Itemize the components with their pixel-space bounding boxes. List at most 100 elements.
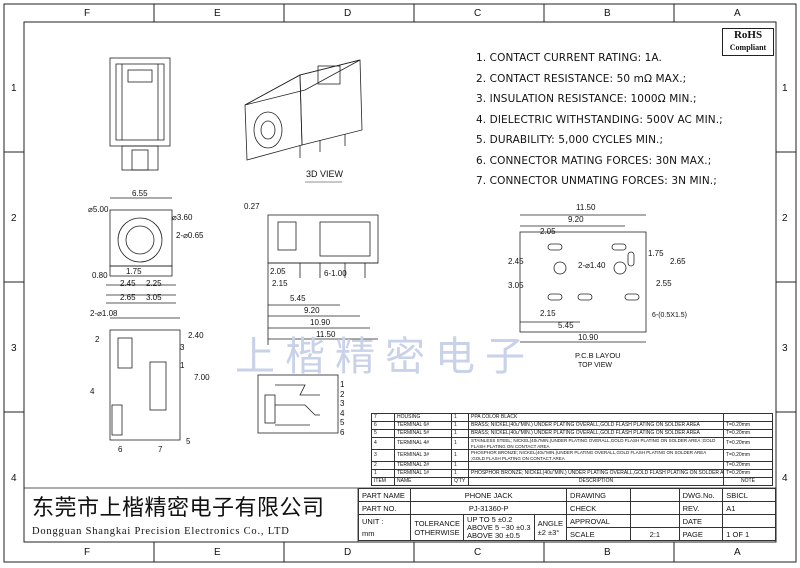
angle-label: ANGLE (537, 518, 564, 528)
callout-7: 7 (158, 445, 163, 454)
dim-bottom-700: 7.00 (194, 373, 210, 382)
bom-desc: STAINLESS STEEL; NICKEL(40u"MIN.)UNDER P… (468, 437, 724, 450)
bom-desc (468, 461, 724, 470)
dim-pcb-305: 3.05 (508, 281, 524, 290)
callout-6: 6 (118, 445, 123, 454)
bom-name: TERMINAL 6# (394, 421, 452, 430)
bom-row: 4 TERMINAL 4# 1 STAINLESS STEEL; NICKEL(… (371, 437, 773, 450)
tol-range: ABOVE 5 ~30 (467, 522, 514, 532)
tol-range: ABOVE 30 (467, 530, 504, 540)
dim-pcb-holes: 2-⌀1.40 (578, 261, 606, 270)
bom-item: 4 (371, 437, 395, 450)
bom-header-desc: DESCRIPTION (468, 477, 724, 486)
spec-item: 1. CONTACT CURRENT RATING: 1A. (476, 52, 662, 64)
bom-note: T=0.20mm (723, 461, 773, 470)
dim-front-305: 3.05 (146, 293, 162, 302)
col-label-e: E (214, 8, 221, 19)
row-label-1-right: 1 (782, 83, 788, 94)
dim-side-1150: 11.50 (316, 330, 336, 339)
bom-name: TERMINAL 5# (394, 429, 452, 438)
bom-header-note: NOTE (723, 477, 773, 486)
unit-label: UNIT : mm (357, 514, 412, 541)
pin-number: 4 (340, 408, 345, 418)
dwg-label: DWG.No. (678, 488, 724, 502)
tol-value: ±0.5 (505, 530, 520, 540)
spec-item: 4. DIELECTRIC WITHSTANDING: 500V AC MIN.… (476, 113, 723, 126)
bom-note: T=0.20mm (723, 449, 773, 462)
row-label-3-right: 3 (782, 343, 788, 354)
dim-front-width: 6.55 (132, 189, 148, 198)
bom-header-name: NAME (394, 477, 452, 486)
dim-pcb-920: 9.20 (568, 215, 584, 224)
bom-name: TERMINAL 3# (394, 449, 452, 462)
part-name-value: PHONE JACK (410, 488, 568, 502)
col-label-c-bottom: C (474, 547, 482, 558)
bom-name: TERMINAL 1# (394, 469, 452, 478)
col-label-b: B (604, 8, 611, 19)
pin-number: 3 (340, 399, 345, 408)
dim-side-215: 2.15 (272, 279, 288, 288)
company-name-cn: 东莞市上楷精密电子有限公司 (32, 496, 325, 521)
dim-side-027: 0.27 (244, 202, 260, 211)
col-label-f-bottom: F (84, 547, 91, 558)
dim-front-holes: 2-⌀0.65 (176, 231, 204, 240)
view-label-pcb: P.C.B LAYOU (575, 351, 621, 360)
spec-item: 6. CONNECTOR MATING FORCES: 30N MAX.; (476, 154, 712, 167)
part-name-label: PART NAME (357, 488, 412, 502)
dim-front-dia36: ⌀3.60 (172, 213, 193, 222)
bom-header-item: ITEM (371, 477, 395, 486)
pin-number: 2 (340, 389, 345, 399)
date-label: DATE (678, 514, 724, 528)
angle-value: ±2 (537, 527, 546, 537)
watermark: 上楷精密电子 (235, 334, 535, 380)
bom-row: 2 TERMINAL 2# 1 T=0.20mm (371, 461, 773, 470)
bom-qty: 1 (451, 437, 469, 450)
rohs-title: RoHS (733, 29, 763, 41)
dim-side-545: 5.45 (290, 294, 306, 303)
unit-label-text: UNIT : (362, 516, 384, 526)
view-label-3d: 3D VIEW (306, 169, 344, 179)
angle-cell: ANGLE±2 ±3° (533, 514, 568, 541)
bom-desc: PHOSPHOR BRONZE; NICKEL(40u"MIN.) UNDER … (468, 469, 724, 478)
col-label-b-bottom: B (604, 547, 611, 558)
row-label-1: 1 (11, 83, 17, 94)
page-label: PAGE (678, 527, 724, 541)
dim-pcb-265: 2.65 (670, 257, 686, 266)
bom-qty: 1 (451, 413, 469, 422)
date-value (722, 514, 776, 528)
col-label-a: A (734, 8, 741, 19)
unit-value: mm (362, 528, 375, 538)
check-value (630, 501, 680, 515)
bom-item: 5 (371, 429, 395, 438)
jack-side-view (267, 214, 379, 345)
jack-top-view (109, 57, 171, 171)
bom-desc: BRASS; NICKEL(40u"MIN.) UNDER PLATING OV… (468, 421, 724, 430)
bom-desc: PPA COLOR BLACK (468, 413, 724, 422)
col-label-e-bottom: E (214, 547, 221, 558)
tol-value: ±0.2 (497, 514, 513, 524)
company-name-en: Dongguan Shangkai Precision Electronics … (32, 526, 290, 537)
dwg-value: SBICL (722, 488, 776, 502)
dim-side-920: 9.20 (304, 306, 320, 315)
scale-value: 2:1 (630, 527, 680, 541)
dim-front-dia5: ⌀5.00 (88, 205, 109, 214)
row-label-3: 3 (11, 343, 17, 354)
bom-qty: 1 (451, 449, 469, 462)
bom-item: 1 (371, 469, 395, 478)
bom-qty: 1 (451, 421, 469, 430)
approval-label: APPROVAL (566, 514, 632, 528)
row-label-2: 2 (11, 213, 17, 224)
dim-pcb-205: 2.05 (540, 227, 556, 236)
bom-desc: BRASS; NICKEL(40u"MIN.) UNDER PLATING OV… (468, 429, 724, 438)
pin-number: 1 (340, 380, 345, 389)
bom-item: 3 (371, 449, 395, 462)
dim-side-1090: 10.90 (310, 318, 331, 327)
bom-item: 6 (371, 421, 395, 430)
callout-2: 2 (95, 335, 100, 344)
drawing-label: DRAWING (566, 488, 632, 502)
tol-range: UP TO 5 (467, 514, 496, 524)
scale-label: SCALE (566, 527, 632, 541)
dim-pcb-245: 2.45 (508, 257, 524, 266)
pin-schematic (257, 374, 339, 434)
